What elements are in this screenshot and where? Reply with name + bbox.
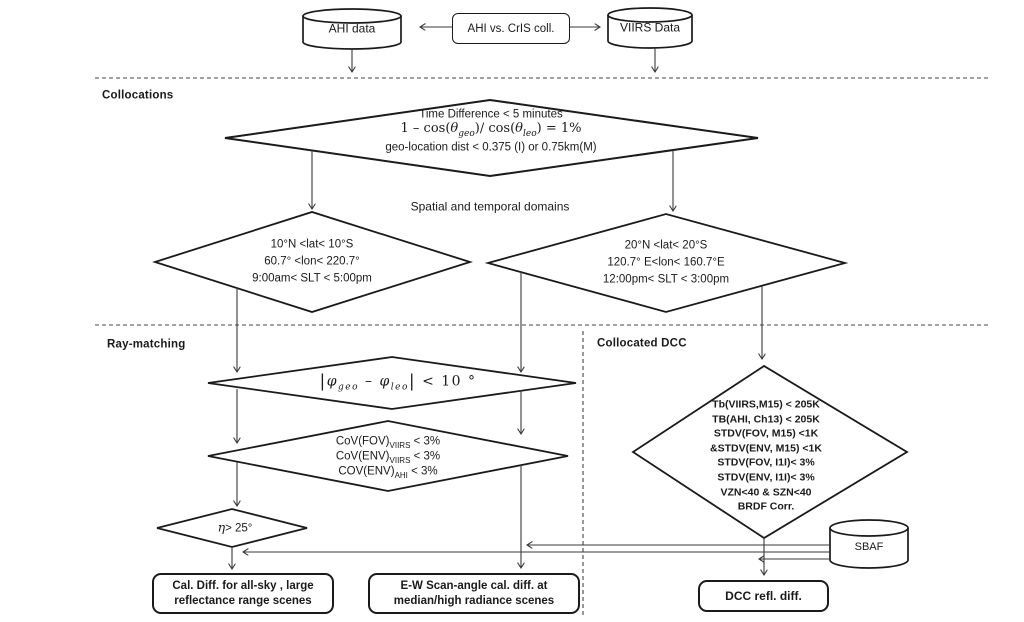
ahi-cris-collocation-label: AHI vs. CrIS coll. — [467, 22, 555, 35]
dcc-criterion-line: &STDV(ENV, M15) <1K — [710, 442, 822, 455]
scan-angle-output-box: E-W Scan-angle cal. diff. at median/high… — [368, 573, 580, 614]
cov-row: COV(ENV)AHI < 3% — [336, 465, 440, 480]
cov-criteria: CoV(FOV)VIIRS < 3% CoV(ENV)VIIRS < 3% CO… — [336, 435, 440, 480]
east-slt-range: 12:00pm< SLT < 3:00pm — [602, 273, 730, 286]
east-domain-diamond — [484, 213, 849, 313]
azimuth-difference-criterion: |φgeo – φleo| < 10 ° — [319, 371, 477, 394]
viirs-data-label: VIIRS Data — [619, 20, 681, 35]
collocated-dcc-section-label: Collocated DCC — [597, 337, 687, 350]
ahi-data-label: AHI data — [328, 21, 376, 36]
viirs-data-cylinder — [607, 7, 693, 49]
collocation-distance-criterion: geo-location dist < 0.375 (I) or 0.75km(… — [385, 141, 597, 154]
collocation-vza-equation: 1 – cos(θgeo)/ cos(θleo) = 1% — [400, 121, 582, 140]
dcc-criterion-line: STDV(ENV, I1I)< 3% — [717, 471, 815, 484]
scan-angle-output-line: median/high radiance scenes — [393, 594, 555, 607]
collocations-section-label: Collocations — [102, 89, 174, 102]
allsky-output-line: reflectance range scenes — [174, 594, 312, 607]
west-domain-criteria: 10°N <lat< 10°S 60.7° <lon< 220.7° 9:00a… — [252, 237, 372, 288]
theta-symbol: θ — [450, 121, 459, 137]
eta-angle-diamond — [156, 508, 308, 548]
dcc-criteria-diamond — [631, 364, 909, 540]
west-lon-range: 60.7° <lon< 220.7° — [264, 255, 360, 268]
eta-threshold: > 25° — [225, 522, 253, 535]
east-lat-range: 20°N <lat< 20°S — [624, 239, 708, 252]
sbaf-label: SBAF — [854, 540, 884, 553]
cov-threshold: < 3% — [410, 435, 441, 448]
scan-angle-output-line: E-W Scan-angle cal. diff. at — [400, 579, 548, 592]
dcc-criterion-line: BRDF Corr. — [737, 500, 795, 513]
west-lat-range: 10°N <lat< 10°S — [270, 238, 354, 251]
allsky-output-box: Cal. Diff. for all-sky , large reflectan… — [152, 573, 334, 614]
cov-homogeneity-diamond — [207, 420, 569, 492]
eta-angle-criterion: η> 25° — [217, 519, 253, 536]
spatial-temporal-domains-label: Spatial and temporal domains — [410, 199, 570, 214]
cov-term: COV(ENV) — [338, 465, 395, 478]
dcc-output-label: DCC refl. diff. — [725, 588, 802, 603]
eq-part: ) = 1% — [536, 121, 582, 137]
cov-row: CoV(ENV)VIIRS < 3% — [336, 450, 440, 465]
ahi-data-cylinder — [302, 8, 402, 50]
eta-symbol: η — [217, 519, 226, 535]
cov-threshold: < 3% — [410, 450, 441, 463]
dcc-criterion-line: STDV(FOV, M15) <1K — [713, 427, 819, 440]
leo-subscript: leo — [390, 382, 409, 393]
viirs-subscript: VIIRS — [389, 455, 411, 465]
west-slt-range: 9:00am< SLT < 5:00pm — [252, 272, 372, 285]
abs-bar: | — [319, 371, 327, 392]
collocation-time-criterion: Time Difference < 5 minutes — [419, 108, 563, 121]
eq-part: )/ cos( — [474, 121, 516, 137]
eq-part: 1 – cos( — [400, 121, 451, 137]
cov-term: CoV(FOV) — [335, 435, 390, 448]
west-domain-diamond — [152, 211, 473, 313]
dcc-criterion-line: STDV(FOV, I1I)< 3% — [717, 457, 815, 469]
geo-subscript: geo — [338, 382, 360, 393]
dcc-criterion-line: VZN<40 & SZN<40 — [720, 486, 812, 499]
viirs-subscript: VIIRS — [389, 440, 411, 450]
phi-symbol: φ — [326, 373, 339, 390]
collocation-criteria-diamond — [224, 98, 759, 178]
geo-subscript: geo — [458, 129, 475, 140]
sbaf-cylinder — [829, 519, 909, 569]
cov-threshold: < 3% — [407, 465, 438, 478]
east-domain-criteria: 20°N <lat< 20°S 120.7° E<lon< 160.7°E 12… — [603, 238, 729, 289]
east-lon-range: 120.7° E<lon< 160.7°E — [607, 256, 725, 269]
cov-row: CoV(FOV)VIIRS < 3% — [336, 435, 440, 450]
cov-term: CoV(ENV) — [335, 450, 390, 463]
minus-sign: – — [359, 373, 380, 390]
theta-symbol: θ — [515, 121, 524, 137]
azimuth-difference-diamond — [207, 356, 577, 410]
ahi-cris-collocation-box: AHI vs. CrIS coll. — [452, 13, 570, 44]
dcc-output-box: DCC refl. diff. — [698, 580, 829, 612]
threshold-text: < 10 ° — [416, 373, 477, 390]
phi-symbol: φ — [379, 373, 391, 390]
dcc-criterion-line: TB(AHI, Ch13) < 205K — [712, 413, 820, 426]
leo-subscript: leo — [523, 129, 537, 140]
allsky-output-line: Cal. Diff. for all-sky , large — [172, 579, 314, 592]
dcc-criteria: Tb(VIIRS,M15) < 205K TB(AHI, Ch13) < 205… — [710, 398, 822, 515]
dcc-criterion-line: Tb(VIIRS,M15) < 205K — [712, 398, 820, 411]
ahi-subscript: AHI — [394, 470, 408, 480]
ray-matching-section-label: Ray-matching — [107, 338, 186, 351]
abs-bar: | — [408, 371, 417, 392]
